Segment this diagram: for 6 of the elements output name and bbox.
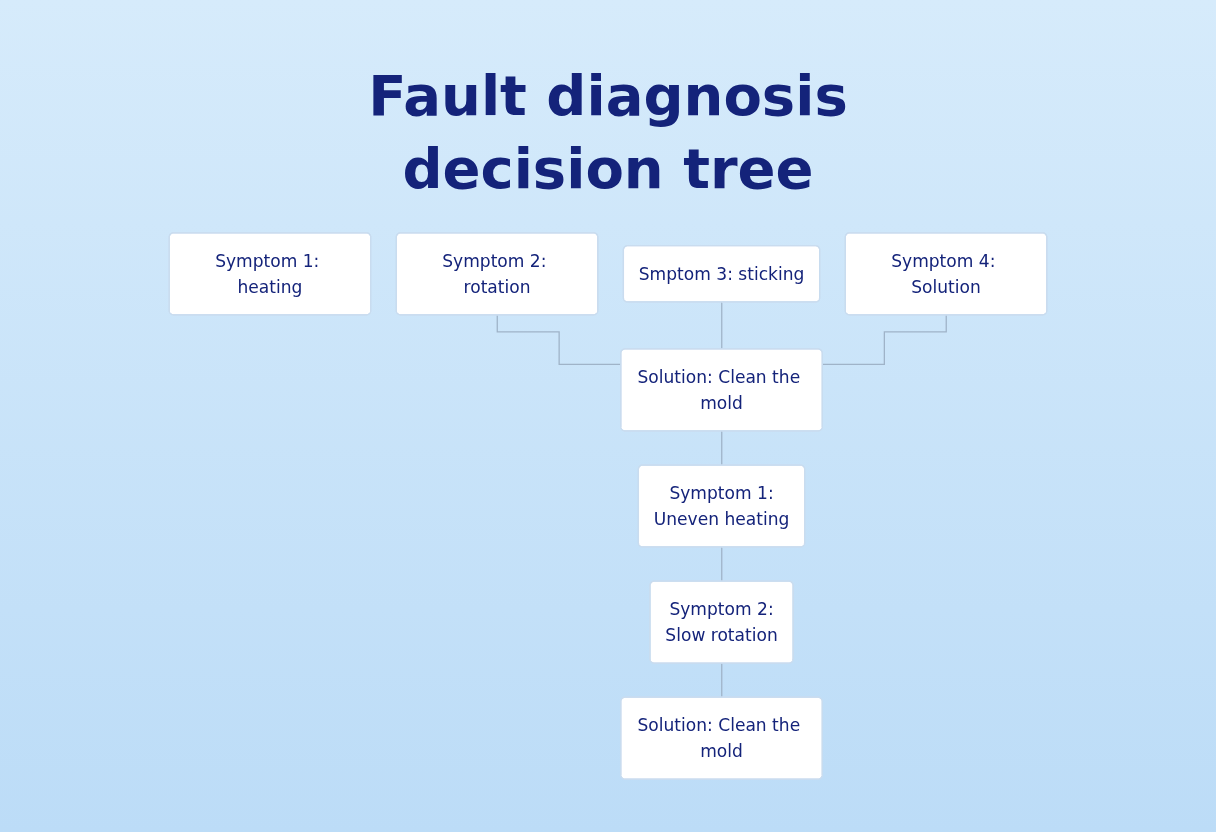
connector (822, 314, 948, 365)
connector (721, 662, 723, 698)
connector (721, 546, 723, 582)
connector (721, 430, 723, 466)
connector (721, 301, 723, 350)
diagram-title: Fault diagnosis decision tree (367, 62, 849, 203)
